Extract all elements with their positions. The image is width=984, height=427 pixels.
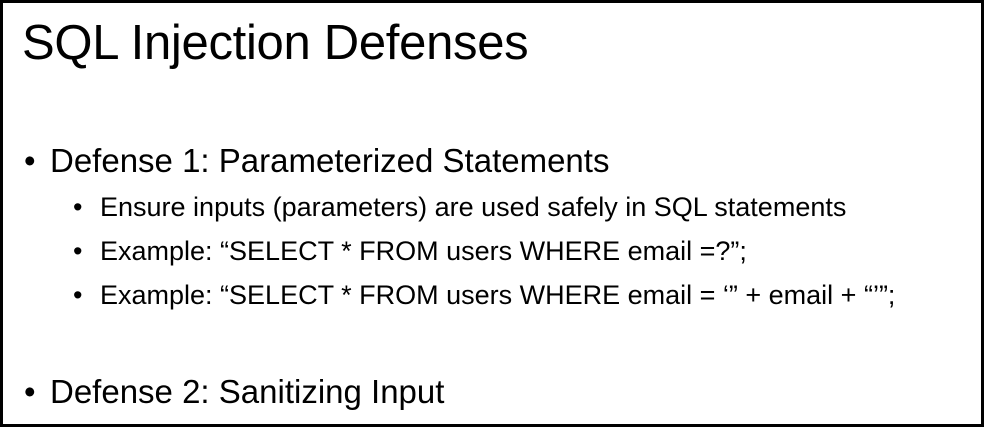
sub-bullet-example-1: • Example: “SELECT * FROM users WHERE ema… (73, 234, 747, 268)
bullet-icon: • (73, 192, 83, 222)
bullet-text: Defense 2: Sanitizing Input (50, 373, 445, 410)
sub-bullet-text: Example: “SELECT * FROM users WHERE emai… (100, 236, 747, 266)
bullet-defense-2: • Defense 2: Sanitizing Input (24, 372, 444, 412)
bullet-icon: • (24, 142, 36, 179)
bullet-icon: • (73, 236, 83, 266)
bullet-text: Defense 1: Parameterized Statements (50, 142, 610, 179)
bullet-icon: • (73, 280, 83, 310)
bullet-icon: • (24, 373, 36, 410)
sub-bullet-text: Ensure inputs (parameters) are used safe… (100, 192, 847, 222)
bullet-list: • Defense 1: Parameterized Statements • En… (3, 3, 981, 424)
sub-bullet-example-2: • Example: “SELECT * FROM users WHERE ema… (73, 278, 895, 312)
slide-title: SQL Injection Defenses (22, 16, 529, 70)
sub-bullet-ensure-inputs: • Ensure inputs (parameters) are used saf… (73, 190, 846, 224)
sub-bullet-text: Example: “SELECT * FROM users WHERE emai… (100, 280, 896, 310)
bullet-defense-1: • Defense 1: Parameterized Statements (24, 141, 609, 181)
